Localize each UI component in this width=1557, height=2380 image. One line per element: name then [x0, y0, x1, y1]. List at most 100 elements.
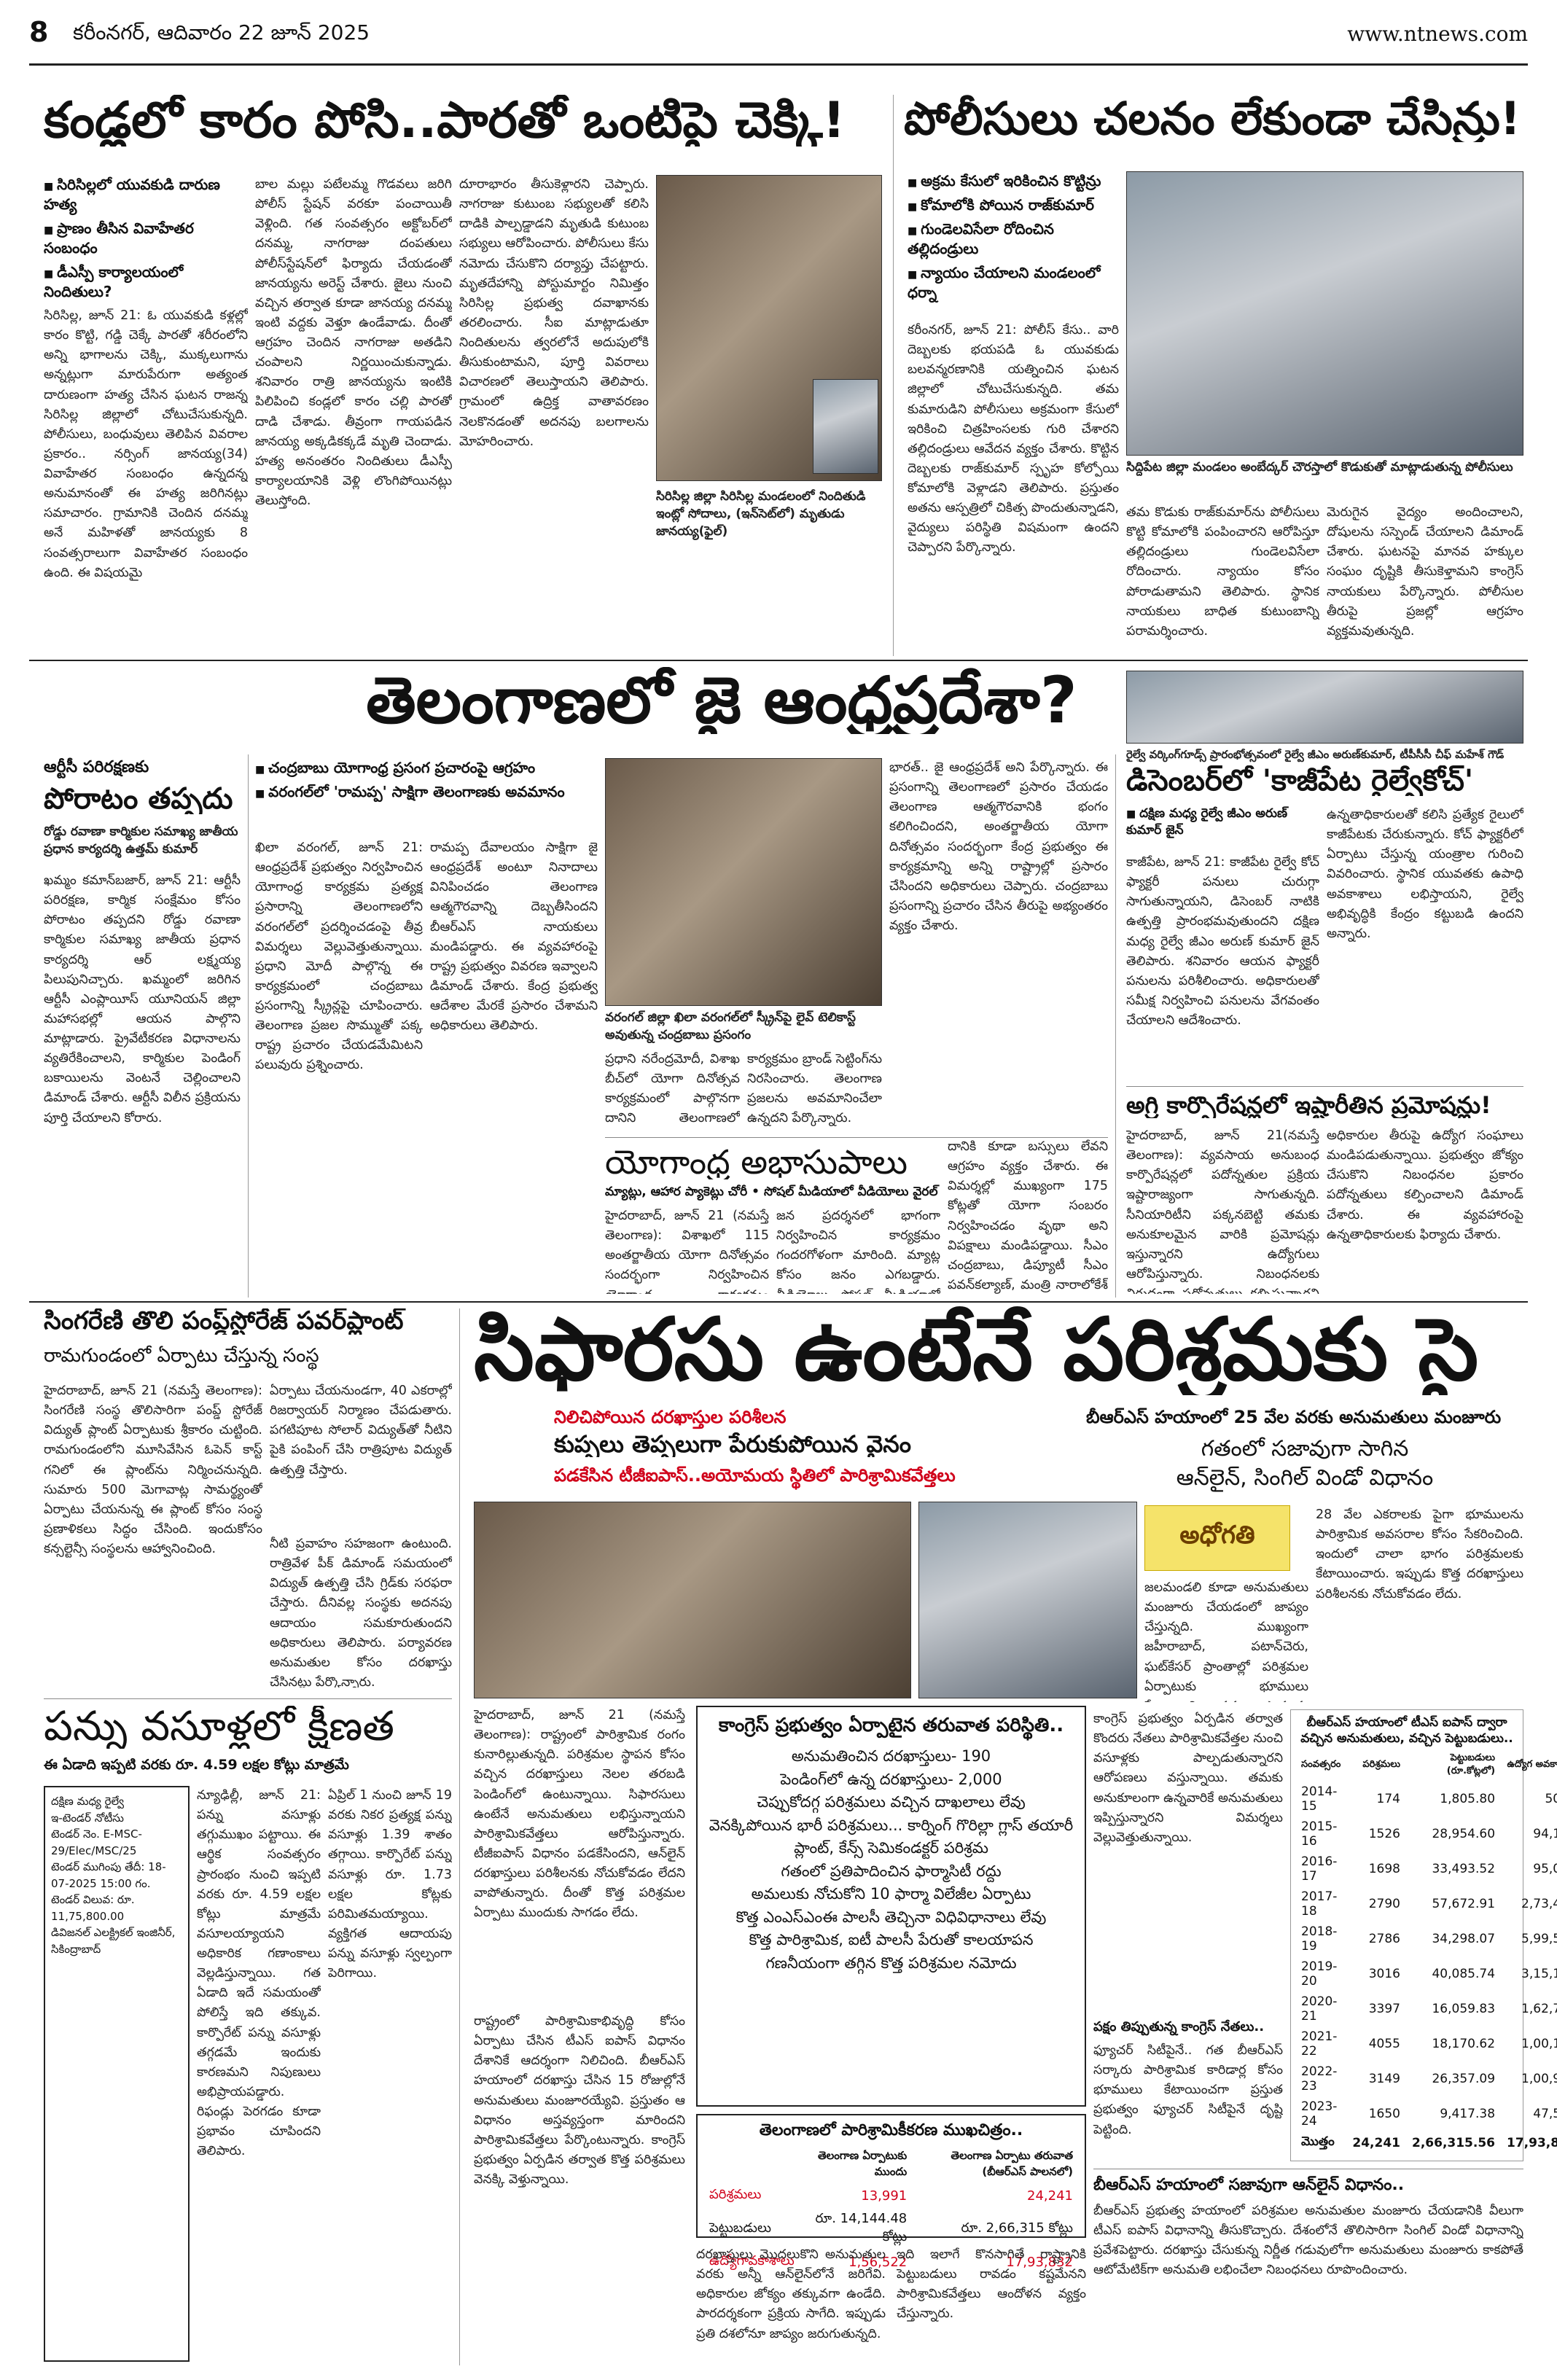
- subsection-divider: [605, 1137, 1108, 1138]
- stats-box-lines: అనుమతించిన దరఖాస్తులు- 190 పెండింగ్‌లో ఉ…: [706, 1745, 1076, 1975]
- story5-bullets: దక్షిణ మధ్య రైల్వే జీఎం అరుణ్ కుమార్ జైన…: [1126, 805, 1323, 843]
- bullet: న్యాయం చేయాలని మండలంలో ధర్నా: [908, 263, 1126, 303]
- brs-table-row: 2017-18 2790 57,672.91 2,73,407: [1295, 1887, 1557, 1921]
- website-link[interactable]: www.ntnews.com: [1347, 22, 1528, 46]
- brs-table-cell: 2,73,407: [1521, 1897, 1557, 1912]
- bullet: అక్రమ కేసులో ఇరికించిన కొట్టిన్రు: [908, 171, 1126, 191]
- story4-col1: ఖమ్మం కమాన్‌బజార్, జూన్ 21: ఆర్టీసీ పరిర…: [44, 873, 241, 1125]
- story2-col3: తమ కొడుకు రాజ్‌కుమార్‌ను పోలీసులు కొట్టి…: [1126, 505, 1319, 639]
- story1-col1: సిరిసిల్ల, జూన్ 21: ఓ యువకుడి కళ్లల్లో క…: [44, 308, 248, 580]
- bullet: దక్షిణ మధ్య రైల్వే జీఎం అరుణ్ కుమార్ జైన…: [1126, 805, 1323, 839]
- brs-table-cell: 1,00,918: [1521, 2072, 1557, 2087]
- subsection-divider: [1126, 1086, 1523, 1087]
- compare-cell: ఉద్యోగావకాశాలు: [709, 2253, 795, 2268]
- bullet: డీఎస్పీ కార్యాలయంలో నిందితులు?: [44, 262, 248, 302]
- brs-table-cell: 3016: [1368, 1967, 1400, 1982]
- story3-col2: రామప్ప దేవాలయం సాక్షిగా జై ఆంధ్రప్రదేశ్ …: [430, 840, 598, 1034]
- story4-kicker: ఆర్టీసీ పరిరక్షణకు: [44, 758, 149, 776]
- story9-photo: [474, 1502, 911, 1698]
- brs-table-cell: 2020-21: [1301, 1994, 1338, 2024]
- story9-col4: 28 వేల ఎకరాలకు పైగా భూములను పారిశ్రామిక …: [1316, 1507, 1523, 1601]
- section-divider: [29, 660, 1528, 661]
- brs-table-cell: 1650: [1368, 2107, 1400, 2122]
- story1-col2: బాల మల్లు పటేలమ్మ గొడవలు జరిగి పోలీస్ స్…: [255, 177, 452, 508]
- brs-header: ఉద్యోగ అవకాశాలు: [1507, 1759, 1557, 1771]
- brs-table-cell: 33,493.52: [1432, 1862, 1496, 1877]
- story5-col1: కాజీపేట, జూన్ 21: కాజీపేట రైల్వే కోచ్ ఫ్…: [1126, 855, 1319, 1028]
- compare-header: తెలంగాణ ఏర్పాటుకు ముందు: [818, 2149, 908, 2178]
- brs-table-cell: 1,00,163: [1521, 2037, 1557, 2052]
- column-divider: [893, 95, 894, 656]
- brs-table-cell: 2014-15: [1301, 1784, 1338, 1814]
- brs-table-cell: 5051: [1545, 1792, 1557, 1807]
- compare-title: తెలంగాణలో పారిశ్రామికీకరణ ముఖచిత్రం..: [759, 2121, 1023, 2139]
- stats-line: అనుమతించిన దరఖాస్తులు- 190: [791, 1747, 991, 1765]
- story1-bullets: సిరిసిల్లలో యువకుడి దారుణ హత్య ప్రాణం తీ…: [44, 175, 248, 306]
- brs-table-cell: 24,241: [1352, 2136, 1400, 2151]
- story9-bottom-sub: పక్షం తిప్పుతున్న కాంగ్రెస్ నేతలు..: [1093, 2019, 1265, 2034]
- story3-sub-col3: దానికి కూడా బస్సులు లేవని ఆగ్రహం వ్యక్తం…: [948, 1139, 1108, 1292]
- brs-header: సంవత్సరం: [1301, 1759, 1341, 1771]
- story1-headline: కండ్లలో కారం పోసి..పారతో ఒంటిపై చెక్కి!: [44, 95, 846, 147]
- brs-table: సంవత్సరం పరిశ్రమలు పెట్టుబడులు (రూ.కోట్ల…: [1295, 1749, 1557, 2155]
- story1-caption: సిరిసిల్ల జిల్లా సిరిసిల్ల మండలంలో నింది…: [656, 489, 866, 539]
- brs-table-body: 2014-151741,805.8050512015-16152628,954.…: [1295, 1782, 1557, 2155]
- adhogathi-banner: అధోగతి: [1144, 1505, 1290, 1571]
- story1-col3: దూరాభారం తీసుకెళ్లారని చెప్పారు. నాగరాజు…: [459, 177, 649, 449]
- story9-redline2: పడకేసిన టీజీఐపాస్..అయోమయ స్థితిలో పారిశ్…: [554, 1465, 956, 1486]
- story3-col3: ప్రధాని నరేంద్రమోదీ, విశాఖ బీచ్‌లో యోగా …: [605, 1052, 740, 1126]
- brs-table-cell: 2790: [1368, 1897, 1400, 1912]
- brs-table-cell: 26,357.09: [1432, 2072, 1496, 2087]
- story7-col2: ఏర్పాటు చేయనుండగా, 40 ఎకరాల్లో రిజర్వాయర…: [270, 1384, 452, 1478]
- brs-table-cell: 95,068: [1533, 1862, 1557, 1877]
- section-divider: [29, 1301, 1528, 1303]
- story2-headline: పోలీసులు చలనం లేకుండా చేసిన్రు!: [904, 95, 1521, 143]
- compare-cell: 17,93,832: [1006, 2255, 1073, 2270]
- story5-photo: [1126, 671, 1523, 744]
- brs-table-cell: 3397: [1368, 2002, 1400, 2017]
- brs-table-cell: 2017-18: [1301, 1889, 1338, 1919]
- brs-table-cell: 1,805.80: [1440, 1792, 1496, 1807]
- compare-cell: రూ. 14,144.48 కోట్లు: [815, 2211, 908, 2244]
- brs-table-cell: 1526: [1368, 1827, 1400, 1842]
- brs-table-cell: 57,672.91: [1432, 1897, 1496, 1912]
- story2-col1: కరీంనగర్, జూన్ 21: పోలీస్ కేసు.. వారి దె…: [908, 323, 1119, 555]
- compare-cell: 13,991: [861, 2188, 908, 2204]
- industrialization-compare: తెలంగాణలో పారిశ్రామికీకరణ ముఖచిత్రం.. తె…: [696, 2114, 1086, 2270]
- story9-col1: హైదరాబాద్, జూన్ 21 (నమస్తే తెలంగాణ): రాష…: [474, 1708, 685, 1921]
- page-header: 8 కరీంనగర్, ఆదివారం 22 జూన్ 2025 www.ntn…: [29, 15, 1528, 66]
- compare-table: తెలంగాణ ఏర్పాటుకు ముందు తెలంగాణ ఏర్పాటు …: [703, 2146, 1079, 2274]
- story8-subhead: ఈ ఏడాది ఇప్పటి వరకు రూ. 4.59 లక్షల కోట్ల…: [44, 1757, 349, 1773]
- brs-table-cell: 47,528: [1533, 2107, 1557, 2122]
- story3-headline: తెలంగాణలో జై ఆంధ్రప్రదేశా?: [366, 667, 1077, 735]
- brs-table-cell: 94,196: [1533, 1827, 1557, 1842]
- story8-col1: న్యూఢిల్లీ, జూన్ 21: పన్ను వసూళ్లు తగ్గు…: [197, 1788, 321, 2159]
- brs-table-cell: 28,954.60: [1432, 1827, 1496, 1842]
- story3-sub-col2: జన ప్రదర్శనలో భాగంగా నిర్వహించిన కార్యక్…: [776, 1209, 940, 1294]
- stats-line: వెనక్కిపోయిన భారీ పరిశ్రమలు... కార్నింగ్…: [709, 1816, 1074, 1834]
- story9-photo-2: [918, 1502, 1137, 1698]
- stats-line: కొత్త పారిశ్రామిక, ఐటీ పాలసీ పేరుతో కాలయ…: [749, 1931, 1034, 1948]
- story5-headline: డిసెంబర్‌లో 'కాజీపేట రైల్వేకోచ్': [1126, 765, 1474, 796]
- story9-right-kicker: బీఆర్‌ఎస్ హయాంలో 25 వేల వరకు అనుమతులు మం…: [1086, 1407, 1502, 1427]
- stats-box-title: కాంగ్రెస్ ప్రభుత్వం ఏర్పాటైన తరువాత పరిస…: [718, 1714, 1064, 1736]
- story5-col2: ఉన్నతాధికారులతో కలిసి ప్రత్యేక రైలులో కా…: [1327, 808, 1523, 941]
- story3-photo: [605, 758, 882, 1006]
- stats-line: చెప్పుకోదగ్గ పరిశ్రమలు వచ్చిన దాఖలాలు లే…: [757, 1793, 1026, 1811]
- brs-table-cell: 18,170.62: [1432, 2037, 1496, 2052]
- story9-headline: సిఫారసు ఉంటేనే పరిశ్రమకు సై: [474, 1305, 1479, 1395]
- story4-headline: పోరాటం తప్పదు: [44, 784, 233, 814]
- brs-table-title: బీఆర్‌ఎస్ హయాంలో టీఎస్ ఐపాస్ ద్వారా వచ్చ…: [1300, 1715, 1513, 1747]
- dateline: కరీంనగర్, ఆదివారం 22 జూన్ 2025: [73, 20, 370, 44]
- stats-line: అమలుకు నోచుకోని 10 ఫార్మా విలేజీల ఏర్పాట…: [751, 1885, 1031, 1903]
- story2-bullets: అక్రమ కేసులో ఇరికించిన కొట్టిన్రు కోమాలో…: [908, 171, 1126, 307]
- column-divider: [248, 754, 249, 1298]
